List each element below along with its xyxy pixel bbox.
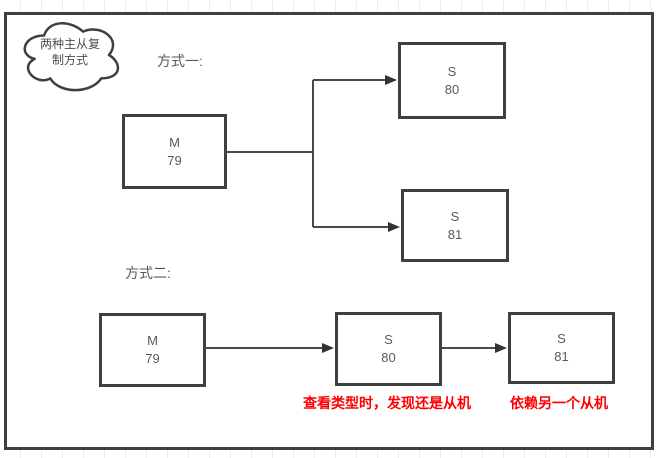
node-role: M xyxy=(147,333,158,348)
label-method2[interactable]: 方式二: xyxy=(125,265,171,281)
cloud-shape[interactable] xyxy=(23,22,120,92)
cloud-label[interactable]: 两种主从复 制方式 xyxy=(26,36,114,68)
node-port: 80 xyxy=(381,350,396,365)
node-slave2-method1[interactable]: S 81 xyxy=(401,189,509,262)
node-role: M xyxy=(169,134,180,150)
node-role: S xyxy=(447,63,457,79)
node-role: S xyxy=(384,332,393,347)
node-port: 79 xyxy=(167,152,182,168)
node-port: 80 xyxy=(444,81,460,97)
cloud-label-line1: 两种主从复 xyxy=(39,37,100,51)
annotation-slave1[interactable]: 查看类型时，发现还是从机 xyxy=(303,395,471,411)
node-port: 81 xyxy=(447,226,463,242)
annotation-slave2[interactable]: 依赖另一个从机 xyxy=(510,395,608,411)
node-role: S xyxy=(450,208,460,224)
node-slave1-method2[interactable]: S 80 xyxy=(335,312,442,386)
node-port: 81 xyxy=(554,349,569,364)
label-method1[interactable]: 方式一: xyxy=(157,53,203,69)
node-slave2-method2[interactable]: S 81 xyxy=(508,312,615,384)
node-master-method2[interactable]: M 79 xyxy=(99,313,206,387)
node-master-method1[interactable]: M 79 xyxy=(122,114,227,189)
node-slave1-method1[interactable]: S 80 xyxy=(398,42,506,119)
node-role: S xyxy=(557,331,566,346)
cloud-label-line2: 制方式 xyxy=(51,53,88,67)
node-port: 79 xyxy=(145,351,160,366)
